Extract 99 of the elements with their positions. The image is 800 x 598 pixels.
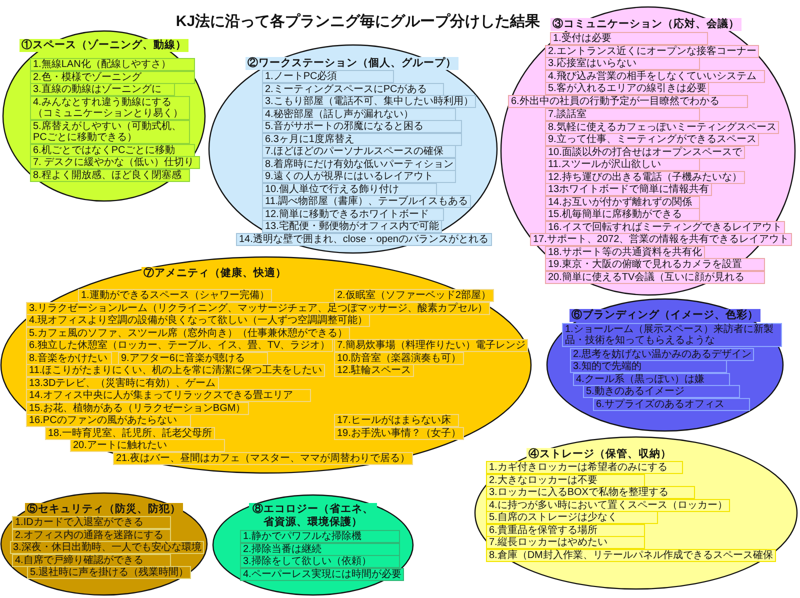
idea-item: 3.リラクゼーションルーム（リクライニング、マッサージチェア、足つぼマッサージ、酸素カプセル） [26, 302, 490, 314]
category-ellipse [0, 492, 208, 596]
idea-item: 20.簡単に使えるTV会議（互いに顔が見れる [545, 270, 765, 284]
idea-item: 17.サポート、2072、営業の情報を共有できるレイアウト [530, 233, 792, 246]
idea-item: 9.立って仕事、ミーティングができるスペース [545, 133, 760, 146]
idea-item: 4.ペーパーレス実現には時間が必要 [240, 568, 404, 580]
idea-item: 7. デスクに緩やかな（低い）仕切り [30, 156, 200, 169]
idea-item: 5.カフェ風のソファ、スツール席（窓外向き）（仕事兼休憩ができる） [26, 326, 350, 340]
idea-item: 9.遠くの人が視界にはいるレイアウト [262, 170, 456, 183]
idea-item: 12.簡単に移動できるホワイトボード [262, 208, 444, 220]
idea-item: 14.透明な壁で囲まれ、close・openのバランスがとれる [236, 232, 492, 246]
idea-item: 15.机毎簡単に席移動ができる [545, 208, 700, 221]
idea-item: 3.ロッカーに入るBOXで私物を整理する [486, 486, 695, 499]
idea-item: 19.お手洗い事情？（女子） [334, 426, 464, 440]
category-heading: ⑥ブランディング（イメージ、色彩） [570, 309, 760, 322]
diagram-title: KJ法に沿って各プランニグ毎にグループ分けした結果 [176, 13, 540, 31]
idea-item: 6.独立した休憩室（ロッカー、テーブル、イス、畳、TV、ラジオ） [26, 339, 334, 352]
idea-item: 6.外出中の社員の行動予定が一目瞭然でわかる [508, 95, 748, 108]
idea-item: 5.退社時に声を掛ける（残業時間） [27, 566, 192, 579]
idea-item: 5.自席のストレージは少なく [486, 511, 658, 524]
idea-item: 18.サポート等の共通資料を共有化 [545, 246, 705, 258]
idea-item: 6.貴重品を保管する場所 [486, 524, 645, 536]
idea-item: 3.深夜・休日出勤時、一人でも安心な環境 [10, 541, 204, 554]
idea-item: 4.みんなとすれ違う動線にする（コミュニケーションとり易く） [30, 96, 190, 120]
idea-item: 1.運動ができるスペース（シャワー完備） [78, 289, 272, 302]
idea-item: 8.倉庫（DM封入作業、リテールパネル作成できるスペース確保 [486, 548, 776, 562]
category-heading: ⑧エコロジー（省エネ、省資源、環境保護） [249, 503, 377, 529]
idea-item: 2.大きなロッカーは不要 [486, 474, 645, 486]
idea-item: 12.持ち運びの出きる電話（子機みたいな） [545, 170, 745, 184]
idea-item: 15.お花、植物がある（リラクゼーションBGM） [26, 402, 249, 414]
idea-item: 14.オフィス中央に人が集まってリラックスできる畳エリア [26, 389, 311, 402]
category-ellipse [212, 494, 414, 596]
idea-item: 2.ミーティングスペースにPCがある [262, 82, 444, 96]
idea-item: 3.掃除をして欲しい（依頼） [240, 555, 400, 568]
idea-item: 5.動きのあるイメージ [583, 385, 740, 398]
idea-item: 4.自席で戸締り確認ができる [12, 554, 171, 566]
idea-item: 10.面談以外の打合せはオープンスペースで [545, 146, 745, 158]
idea-item: 1.無線LAN化（配線しやすさ） [30, 58, 195, 71]
category-ellipse [208, 44, 498, 254]
idea-item: 21.夜はバー、昼間はカフェ（マスター、ママが周替わりで居る） [113, 452, 413, 464]
idea-item: 9.アフター6に音楽が聴ける [118, 352, 268, 364]
idea-item: 8.着席時にだけ有効な低いパーティション [262, 158, 456, 170]
idea-item: 7.簡易炊事場（料理作りたい）電子レンジ [334, 339, 528, 352]
idea-item: 5.席替えがしやすい（可動式机、PCごとに移動できる） [30, 120, 190, 144]
idea-item: 4.現オフィスより空調の設備が良くなって欲しい（一人ずつ空調調整可能） [26, 314, 370, 327]
idea-item: 5.音がサポートの邪魔になると困る [262, 120, 462, 133]
idea-item: 1.IDカードで入退室ができる [12, 516, 171, 529]
idea-item: 1.カギ付きロッカーは希望者のみにする [486, 461, 683, 474]
idea-item: 3.直線の動線はゾーニングに [30, 83, 175, 96]
idea-item: 2.仮眠室（ソファーベッド2部屋） [334, 289, 494, 302]
idea-item: 11.スツールが沢山欲しい [545, 158, 700, 171]
idea-item: 11.調べ物部屋（書庫）、テーブルイスもある [262, 195, 472, 208]
idea-item: 6.3ヶ月に1度席替え [262, 132, 462, 146]
idea-item: 3.応接室はいらない [545, 57, 700, 70]
idea-item: 2.エントランス近くにオープンな接客コーナー [545, 44, 760, 58]
idea-item: 13.3Dテレビ、（災害時に有効）、ゲーム [26, 376, 219, 390]
idea-item: 1.ショールーム（展示スペース）来訪者に新製品・技術を知ってもらえるような [562, 323, 782, 347]
idea-item: 2.思考を妨げない温かみのあるデザイン [570, 348, 754, 360]
idea-item: 14.お互いが付かず離れずの関係 [545, 196, 700, 208]
idea-item: 2.色・模様でゾーニング [30, 70, 195, 84]
idea-item: 1.ノートPC必須 [262, 70, 394, 83]
idea-item: 7.縦長ロッカーはやめたい [486, 536, 645, 549]
category-ellipse [2, 30, 206, 202]
idea-item: 4.クール系（黒っぽい）は嫌 [573, 372, 730, 386]
idea-item: 6.机ごとではなくPCごとに移動 [30, 144, 195, 156]
idea-item: 12.駐輪スペース [334, 364, 414, 377]
idea-item: 10.個人単位で行える飾り付け [262, 182, 437, 196]
category-heading: ②ワークステーション（個人、グループ） [246, 57, 458, 70]
idea-item: 6.サプライズのあるオフィス [593, 398, 750, 410]
idea-item: 19.東京・大阪の俯瞰で見れるカメラを設置 [545, 258, 765, 271]
category-ellipse [546, 298, 784, 432]
idea-item: 2.オフィス内の通路を迷路にする [12, 528, 171, 542]
idea-item: 8.気軽に使えるカフェっぽいミーティングスペース [545, 120, 780, 134]
idea-item: 18.一時育児室、託児所、託老父母所 [45, 426, 215, 440]
idea-item: 8.音楽をかけたい [26, 352, 112, 364]
idea-item: 3.こもり部屋（電話不可、集中したい時利用） [262, 95, 476, 108]
idea-item: 7.談話室 [545, 108, 700, 121]
idea-item: 16.イスで回転すればミーティングできるレイアウト [545, 220, 785, 234]
category-heading: ⑤セキュリティ（防災、防犯） [25, 503, 183, 516]
idea-item: 8.程よく開放感、ほど良く閉塞感 [30, 168, 190, 182]
idea-item: 1.受付は必要 [550, 32, 708, 45]
category-ellipse [474, 436, 798, 590]
idea-item: 3.知的で先端的 [570, 360, 727, 373]
category-heading: ①スペース（ゾーニング、動線） [20, 39, 188, 52]
idea-item: 10.防音室（楽器演奏も可） [334, 352, 464, 364]
idea-item: 1.静かでパワフルな掃除機 [240, 530, 400, 543]
idea-item: 17.ヒールがはまらない床 [334, 414, 459, 427]
idea-item: 20.アートに触れたい [70, 439, 225, 452]
idea-item: 13.宅配便・郵便物がオフィス内で可能 [262, 220, 442, 233]
idea-item: 4.飛び込み営業の相手をしなくていいシステム [545, 70, 765, 82]
idea-item: 13ホワイトボードで簡単に情報共有 [545, 183, 712, 196]
idea-item: 4.秘密部屋（話し声が漏れない） [262, 108, 456, 120]
idea-item: 2.掃除当番は継続 [240, 542, 400, 556]
idea-item: 5.客が入れるエリアの線引きは必要 [545, 82, 710, 95]
idea-item: 11.ほこりがたまりにくい、机の上を常に清潔に保つ工夫をしたい [26, 364, 326, 377]
idea-item: 16.PCのファンの風があたらない [26, 414, 191, 427]
category-heading: ③コミュニケーション（応対、会議） [550, 18, 742, 31]
idea-item: 7.ほどほどのパーソナルスペースの確保 [262, 145, 456, 158]
idea-item: 4.に持つが多い時において置くスペース（ロッカー） [486, 498, 730, 512]
